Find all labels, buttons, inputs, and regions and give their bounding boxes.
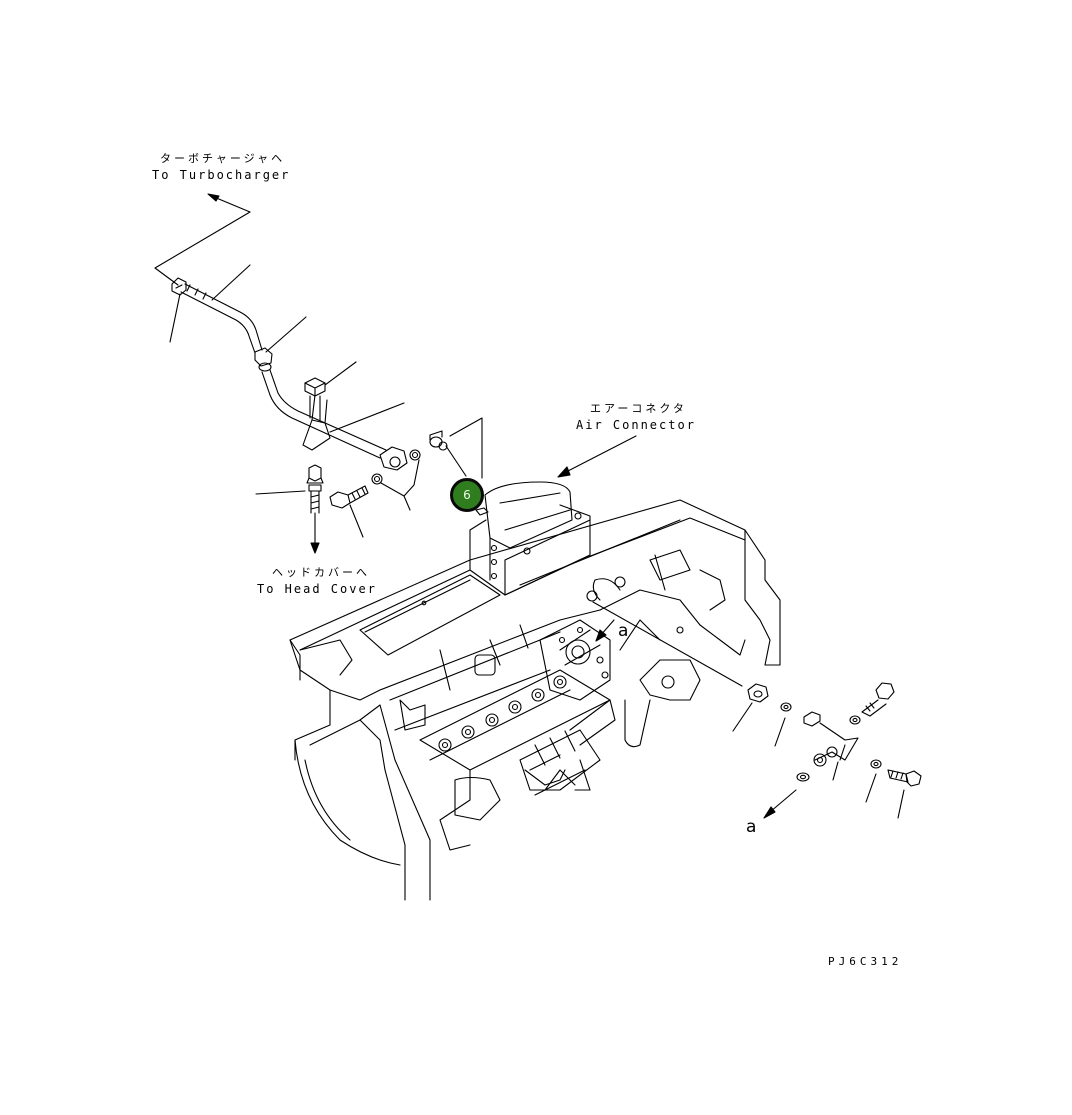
ref-a-upper: a	[618, 621, 629, 641]
pipe-nut	[255, 348, 272, 366]
callout-6-leaders	[430, 418, 482, 478]
connector-plug	[430, 437, 442, 447]
head-cover-stud	[309, 465, 321, 481]
turbo-leader-arrow-line	[214, 197, 250, 212]
pipe-clamp-bracket	[303, 420, 330, 450]
banjo-washer-upper	[410, 450, 420, 460]
air-connector-body	[470, 482, 590, 595]
head-cover-arrowhead	[311, 543, 319, 553]
right-bolt-upper	[876, 683, 894, 699]
nut-leader	[266, 317, 306, 352]
banjo-washer-lower	[372, 474, 382, 484]
pipe-ring	[259, 363, 271, 371]
clamp-leader	[325, 362, 356, 385]
clamp-bolt-head	[305, 378, 325, 396]
ref-a-upper-leader	[593, 602, 742, 686]
fitting-leader	[170, 294, 180, 342]
banjo-bolt	[330, 492, 350, 508]
air-connector-label-jp: エアーコネクタ	[590, 402, 687, 415]
right-bolt-lower	[888, 770, 908, 782]
turbo-leader-arrowhead	[208, 194, 219, 201]
right-washer-1	[781, 703, 791, 711]
flywheel-housing	[295, 740, 400, 865]
turbo-leader-line	[155, 212, 250, 285]
head-cover-plate	[360, 575, 500, 655]
pipe-upper-edge	[185, 284, 262, 350]
right-plug	[748, 684, 768, 702]
pipe-end-fitting	[172, 278, 186, 295]
air-connector-label-en: Air Connector	[576, 418, 696, 432]
right-washer-2	[871, 760, 881, 768]
ref-a-lower: a	[746, 817, 757, 837]
head-cover-label-en: To Head Cover	[257, 582, 377, 596]
air-connector-leader	[558, 436, 636, 477]
turbo-label-jp: ターボチャージャヘ	[160, 152, 286, 165]
right-bracket	[804, 712, 858, 760]
exploded-parts-right	[733, 683, 921, 818]
side-mount-bracket	[640, 660, 700, 700]
pipe-leader	[212, 265, 250, 300]
banjo-fitting	[380, 447, 407, 470]
drawing-code: PJ6C312	[828, 955, 903, 968]
pump-governor	[540, 620, 610, 700]
callout-6[interactable]: 6	[450, 478, 484, 512]
injection-pump	[420, 670, 615, 850]
pipe-lower-edge	[181, 292, 255, 353]
head-cover-label-jp: ヘッドカバーへ	[272, 566, 370, 579]
right-washer-3	[797, 773, 809, 781]
engine-block	[290, 500, 780, 900]
turbo-label-en: To Turbocharger	[152, 168, 291, 182]
turbo-pipe-assembly	[155, 194, 420, 553]
